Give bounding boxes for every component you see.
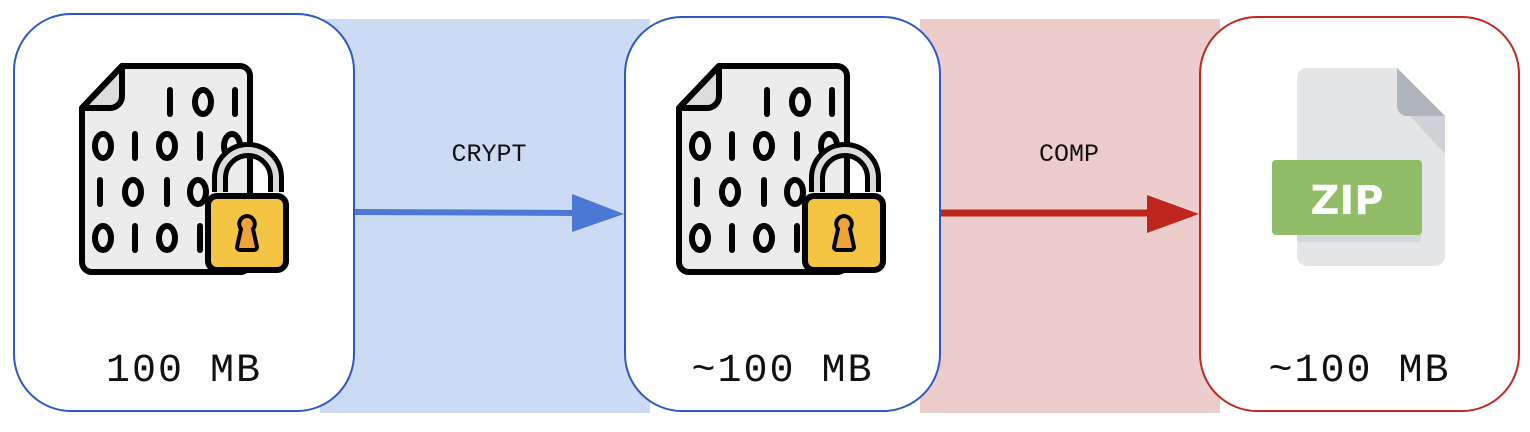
encrypted-size-label: ~100 MB [691,349,874,394]
encrypted-file-box: ~100 MB [624,16,941,412]
zip-file-icon: ZIP [1272,68,1445,266]
compressed-file-box: ZIP ~100 MB [1199,16,1520,412]
comp-step-label: COMP [1038,140,1099,169]
comp-band [920,19,1220,413]
padlock-icon [802,142,886,273]
original-file-box: 100 MB [13,13,355,412]
zip-label-text: ZIP [1310,178,1383,224]
zip-label [1272,160,1422,235]
encrypted-binary-file-icon [676,63,886,275]
crypt-band [320,19,650,413]
compressed-size-label: ~100 MB [1268,349,1451,394]
crypt-step-label: CRYPT [451,140,527,169]
encrypted-binary-file-icon [79,63,289,275]
original-size-label: 100 MB [105,349,263,394]
padlock-icon [205,142,289,273]
